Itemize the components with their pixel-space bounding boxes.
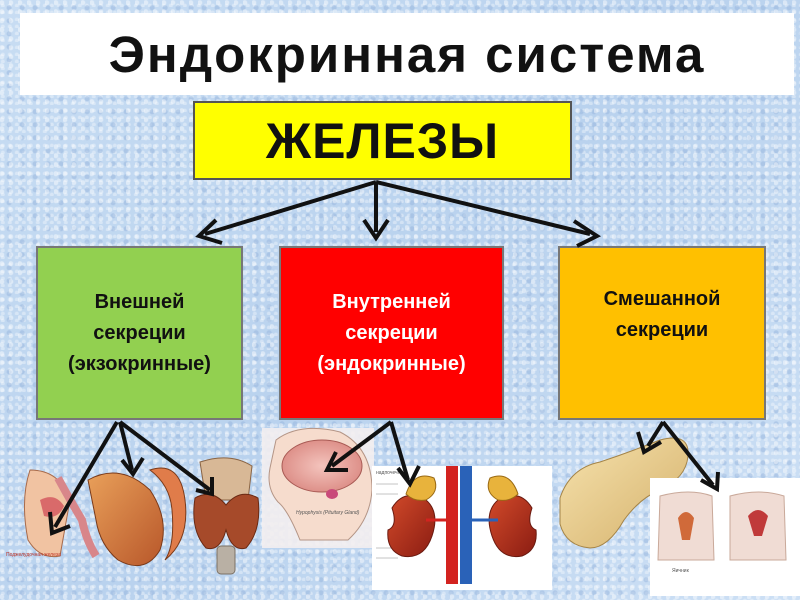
arrowhead [120,456,145,478]
brain-image-caption: Hypophysis (Pituitary Gland) [296,510,360,516]
arrow-mixed-2 [661,420,715,487]
arrowhead [195,218,223,245]
arrowhead [396,465,421,488]
right-adrenal [487,475,519,501]
brain-pituitary-image: Hypophysis (Pituitary Gland) [262,427,374,548]
arrow-endo-2 [389,421,410,481]
glands-box: ЖЕЛЕЗЫ [193,101,572,180]
pancreas-image [559,437,689,549]
exocrine-line: секреции [93,321,186,344]
arrow-to-mixed [375,180,591,236]
arrowhead [195,477,214,497]
aorta [446,466,458,584]
exocrine-line: Внешней [94,290,185,313]
thyroid-image [193,457,260,575]
endocrine-line: Внутренней [332,290,451,313]
mixed-line: Смешанной [603,288,721,310]
endocrine-box: Внутренней секреции (эндокринные) [279,246,504,420]
arrow-endo-1 [330,420,393,468]
vena-cava [460,466,472,584]
arrowhead [572,219,602,248]
arrow-exo-1 [53,420,119,529]
pancreas [559,437,689,549]
arrowhead [362,218,390,242]
exocrine-box: Внешней секреции (экзокринные) [36,246,243,420]
stomach [87,472,164,567]
arrow-exo-2 [118,421,134,471]
glands-label: ЖЕЛЕЗЫ [265,112,500,169]
arrow-to-exocrine [204,180,377,236]
endocrine-line: секреции [345,321,438,344]
right-image-caption: Яичник [672,568,690,574]
endocrine-label: Внутренней секреции (эндокринные) [317,287,465,380]
arrowhead [323,451,348,472]
male-organs [678,512,694,540]
mixed-box: Смешанной секреции [558,246,766,420]
arrowhead [700,471,720,493]
reproductive-organs-image: Яичник [650,478,800,596]
arrow-exo-3 [118,420,212,492]
trachea [216,545,236,575]
mixed-label: Смешанной секреции [604,284,721,346]
arrowhead [48,511,71,536]
title-bar: Эндокринная система [20,13,794,95]
exocrine-line: (экзокринные) [68,352,211,375]
brain [281,439,363,493]
salivary-gland [40,497,64,517]
thyroid-lobes [193,493,260,550]
pituitary-gland [326,489,338,499]
arrowhead [636,431,663,456]
left-adrenal [405,475,437,501]
page-title: Эндокринная система [108,25,706,83]
digestive-organs-image: Поджелудочная железа [6,467,187,567]
female-organs [748,510,768,536]
kidney-image-caption: надпочечник [376,470,406,476]
mixed-line: секреции [615,319,709,341]
left-image-caption: Поджелудочная железа [6,552,61,558]
intestine [148,467,187,561]
exocrine-label: Внешней секреции (экзокринные) [68,287,211,380]
kidneys-adrenals-image: надпочечник [372,466,552,590]
arrows [48,180,720,536]
arrow-mixed-1 [646,420,665,448]
endocrine-line: (эндокринные) [317,352,466,375]
esophagus [54,476,100,559]
